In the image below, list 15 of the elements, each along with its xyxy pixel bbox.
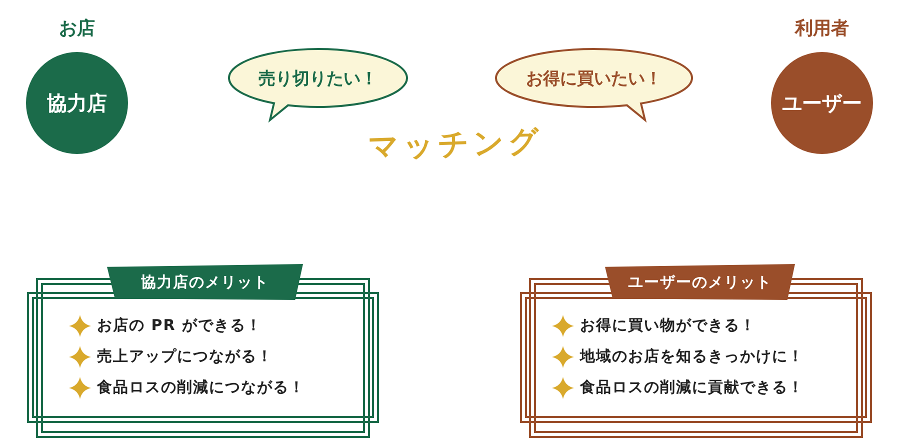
shop-circle: 協力店 <box>26 52 128 154</box>
merit-item: 食品ロスの削減に貢献できる！ <box>580 378 804 397</box>
matching-heading: マッチング <box>367 122 544 168</box>
heading-banner: 協力店のメリット <box>107 264 303 300</box>
heading: 利用者 <box>794 17 850 40</box>
merit-item: 地域のお店を知るきっかけに！ <box>580 347 804 366</box>
user-circle: ユーザー <box>771 52 873 154</box>
merit-item: 食品ロスの削減につながる！ <box>97 378 305 397</box>
bubble-text: お得に買いたい！ <box>525 68 663 90</box>
heading: お店 <box>58 17 96 40</box>
merit-item: お店の PR ができる！ <box>97 316 262 335</box>
bubble-text: 売り切りたい！ <box>258 68 378 90</box>
heading-banner: ユーザーのメリット <box>605 264 795 300</box>
merit-item: お得に買い物ができる！ <box>580 316 756 335</box>
merit-item: 売上アップにつながる！ <box>97 347 273 366</box>
